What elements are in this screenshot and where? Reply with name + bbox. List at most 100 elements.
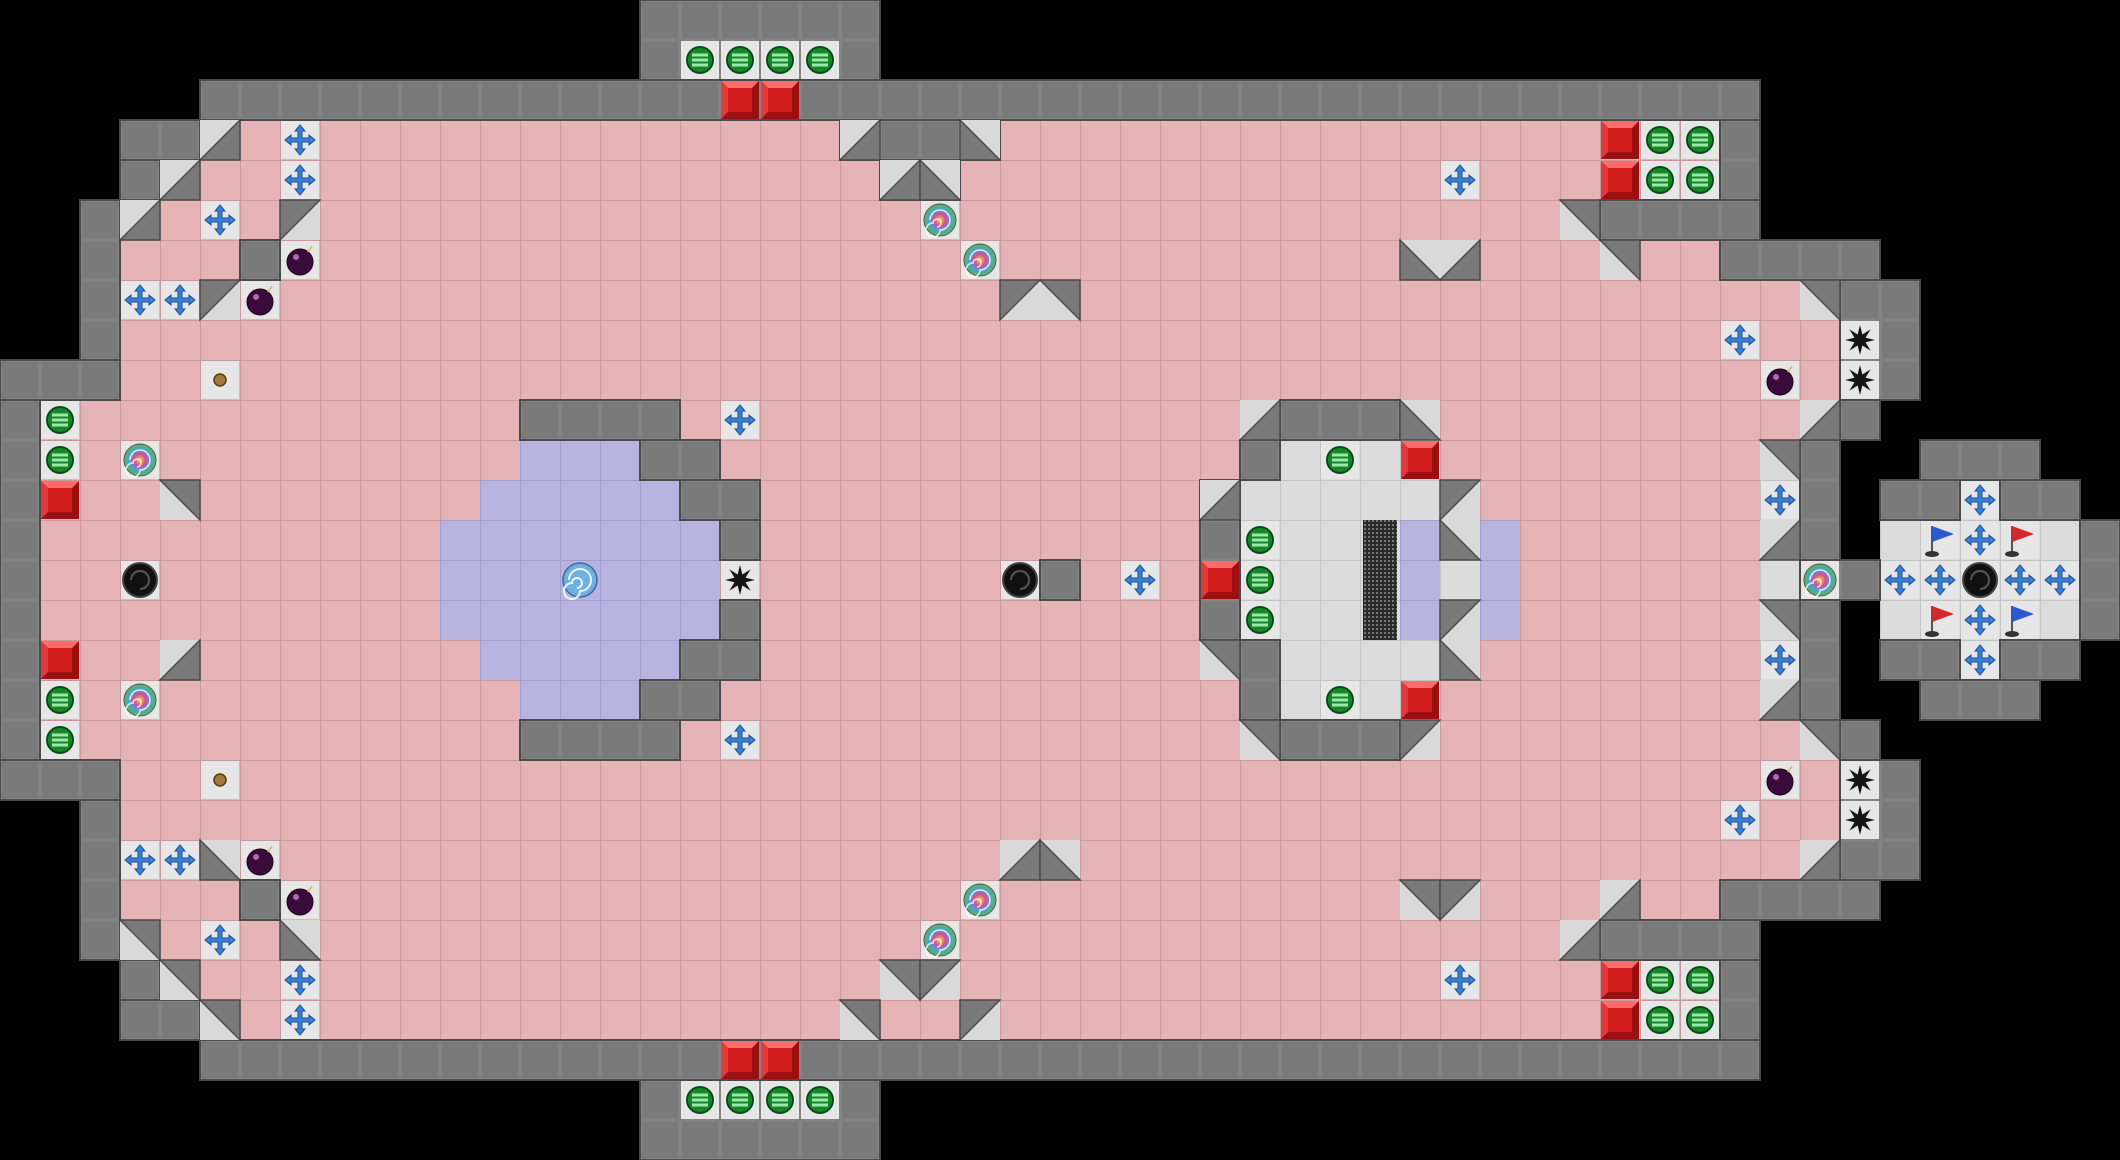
wall-block xyxy=(1720,240,1880,280)
slopes-layer xyxy=(118,118,1841,1042)
wall-block xyxy=(1280,400,1400,440)
wall-block xyxy=(720,520,760,560)
water-portal-icon xyxy=(562,562,598,600)
wall-block xyxy=(1800,600,1840,720)
wall-block xyxy=(1920,440,2040,480)
chip-icon xyxy=(46,446,74,474)
deflector-slope xyxy=(1439,599,1482,642)
water-tile xyxy=(520,680,560,720)
wall-block xyxy=(120,120,200,160)
wall-block xyxy=(1600,200,1760,240)
deflector-slope xyxy=(1439,638,1482,681)
water-tile xyxy=(520,520,560,560)
deflector-slope xyxy=(279,918,322,961)
teleport-spiral-icon xyxy=(123,683,157,718)
four-way-arrow-icon xyxy=(284,124,316,156)
four-way-arrow-icon xyxy=(1724,804,1756,836)
wall-block xyxy=(680,640,760,680)
chip-icon xyxy=(726,1086,754,1114)
bomb-icon xyxy=(1766,365,1794,396)
wall-block xyxy=(1240,440,1280,480)
four-way-arrow-icon xyxy=(1764,644,1796,676)
four-way-arrow-icon xyxy=(204,204,236,236)
spiky-mine-icon xyxy=(1845,805,1875,835)
wall-block xyxy=(1240,640,1280,720)
wall-block xyxy=(200,80,1760,120)
four-way-arrow-icon xyxy=(124,284,156,316)
water-tile xyxy=(520,600,560,640)
wall-block xyxy=(520,720,680,760)
chip-icon xyxy=(1646,1006,1674,1034)
water-tile xyxy=(1400,520,1440,560)
deflector-slope xyxy=(1798,279,1841,322)
water-tile xyxy=(600,440,640,480)
four-way-arrow-icon xyxy=(1964,484,1996,516)
deflector-slope xyxy=(1439,479,1482,522)
four-way-arrow-icon xyxy=(724,404,756,436)
wall-block xyxy=(120,160,160,200)
deflector-slope xyxy=(1439,518,1482,561)
chip-icon xyxy=(686,1086,714,1114)
blue-flag-icon xyxy=(1925,526,1954,557)
wall-block xyxy=(0,760,120,800)
deflector-slope xyxy=(1598,239,1641,282)
red-gem-icon xyxy=(761,1041,799,1079)
deflector-slope xyxy=(959,999,1002,1042)
chip-icon xyxy=(766,1086,794,1114)
four-way-arrow-icon xyxy=(164,284,196,316)
deflector-slope xyxy=(279,199,322,242)
four-way-arrow-icon xyxy=(284,164,316,196)
chip-icon xyxy=(1646,126,1674,154)
wall-block xyxy=(680,480,760,520)
chip-icon xyxy=(686,46,714,74)
water-tile xyxy=(560,440,600,480)
bomb-icon xyxy=(246,285,274,316)
spiky-mine-icon xyxy=(1845,365,1875,395)
wall-block xyxy=(1920,680,2040,720)
deflector-slope xyxy=(158,638,201,681)
wall-block xyxy=(640,440,720,480)
chip-icon xyxy=(1246,566,1274,594)
water-tile xyxy=(480,480,520,520)
water-tile xyxy=(440,520,480,560)
water-tile xyxy=(640,480,680,520)
deflector-slope xyxy=(118,919,161,962)
four-way-arrow-icon xyxy=(284,964,316,996)
deflector-slope xyxy=(1438,238,1481,281)
red-gem-icon xyxy=(761,81,799,119)
wall-block xyxy=(1720,120,1760,200)
red-gem-icon xyxy=(41,641,79,679)
teleport-spiral-icon xyxy=(923,923,957,958)
deflector-slope xyxy=(158,479,201,522)
deflector-slope xyxy=(1558,199,1601,242)
four-way-arrow-icon xyxy=(1884,564,1916,596)
water-tile xyxy=(600,600,640,640)
deflector-slope xyxy=(1439,879,1482,922)
teleport-spiral-icon xyxy=(123,443,157,478)
deflector-slope xyxy=(1598,878,1641,921)
red-gem-icon xyxy=(1601,961,1639,999)
wall-block xyxy=(640,1080,880,1160)
deflector-slope xyxy=(118,198,161,241)
coin-icon xyxy=(213,773,227,787)
four-way-arrow-icon xyxy=(1764,484,1796,516)
four-way-arrow-icon xyxy=(2004,564,2036,596)
wall-block xyxy=(240,880,280,920)
chip-icon xyxy=(1686,1006,1714,1034)
deflector-slope xyxy=(1198,478,1241,521)
red-gem-icon xyxy=(1401,681,1439,719)
spiky-mine-icon xyxy=(1845,765,1875,795)
water-tile xyxy=(480,560,520,600)
water-tile xyxy=(440,560,480,600)
deflector-slope xyxy=(1798,719,1841,762)
deflector-slope xyxy=(1399,398,1442,441)
four-way-arrow-icon xyxy=(1444,164,1476,196)
wall-block xyxy=(1040,560,1080,600)
black-hole-icon xyxy=(122,562,158,598)
bomb-icon xyxy=(1766,765,1794,796)
deflector-slope xyxy=(198,999,241,1042)
chip-icon xyxy=(46,726,74,754)
